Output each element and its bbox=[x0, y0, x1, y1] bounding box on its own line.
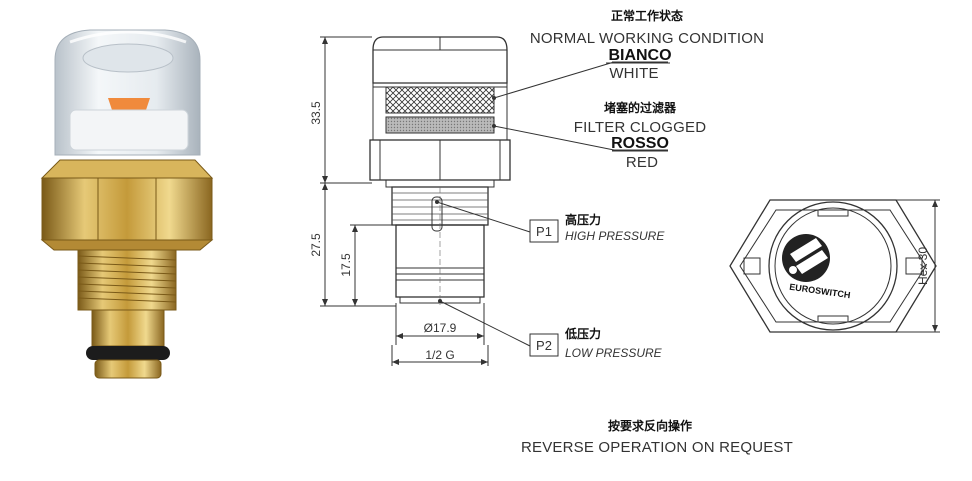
clogged-cn: 堵塞的过滤器 bbox=[604, 100, 677, 115]
side-view bbox=[369, 36, 511, 305]
p2-box bbox=[529, 333, 559, 357]
dim-diameter: Ø17.9 bbox=[424, 321, 457, 335]
leader-lines bbox=[435, 61, 668, 347]
clogged-en: FILTER CLOGGED bbox=[574, 119, 707, 136]
indicator-piston bbox=[108, 98, 150, 110]
reverse-en: REVERSE OPERATION ON REQUEST bbox=[521, 439, 793, 456]
p1-box bbox=[529, 219, 559, 243]
p1-cn: 高压力 bbox=[565, 212, 601, 227]
p1-id: P1 bbox=[536, 224, 552, 239]
normal-cn: 正常工作状态 bbox=[611, 8, 683, 23]
clogged-it: ROSSO bbox=[611, 135, 669, 152]
product-photo bbox=[40, 29, 214, 379]
dim-total-height: 27.5 bbox=[309, 233, 323, 257]
top-view bbox=[729, 199, 940, 333]
dim-thread: 1/2 G bbox=[425, 348, 454, 362]
logo-text: EUROSWITCH bbox=[789, 282, 851, 300]
normal-color: WHITE bbox=[609, 65, 658, 82]
dimension-lines bbox=[320, 36, 489, 366]
reverse-cn: 按要求反向操作 bbox=[608, 418, 692, 433]
p2-cn: 低压力 bbox=[564, 326, 601, 341]
clogged-color: RED bbox=[626, 154, 658, 171]
p1-en: HIGH PRESSURE bbox=[565, 229, 665, 243]
p2-id: P2 bbox=[536, 338, 552, 353]
p2-en: LOW PRESSURE bbox=[565, 346, 663, 360]
red-indicator bbox=[385, 116, 495, 134]
dim-stem-height: 17.5 bbox=[339, 253, 353, 277]
normal-en: NORMAL WORKING CONDITION bbox=[530, 30, 764, 47]
normal-it: BIANCO bbox=[608, 47, 671, 64]
dim-top-height: 33.5 bbox=[309, 101, 323, 125]
white-indicator bbox=[385, 86, 495, 114]
dim-hex: Hex 30 bbox=[916, 247, 930, 285]
